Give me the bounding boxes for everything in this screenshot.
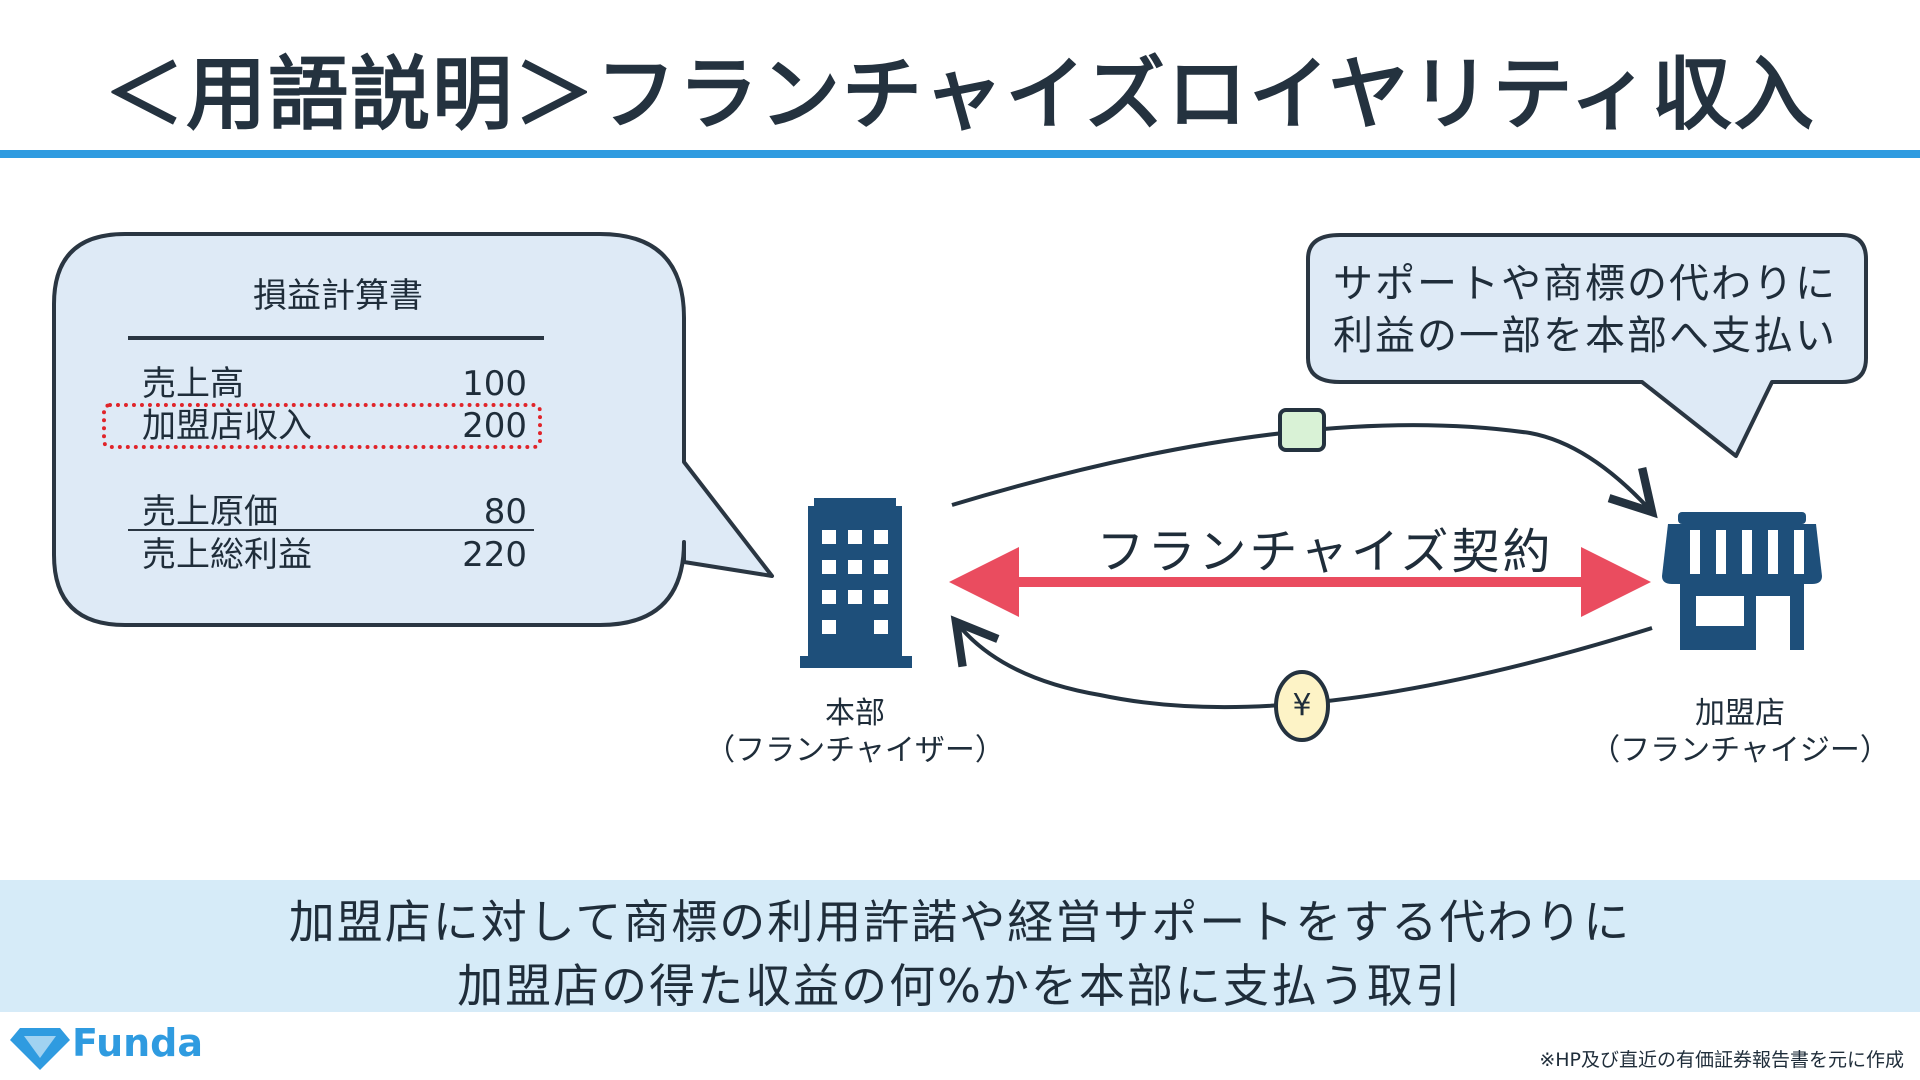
income-statement-row: 売上原価 80 bbox=[142, 490, 527, 534]
summary-band bbox=[0, 880, 1920, 1012]
row-value: 80 bbox=[483, 492, 527, 532]
source-note: ※HP及び直近の有価証券報告書を元に作成 bbox=[1539, 1049, 1904, 1071]
headquarters-role: （フランチャイザー） bbox=[705, 733, 1005, 768]
bubble-line: サポートや商標の代わりに bbox=[1333, 261, 1837, 307]
income-statement-row: 売上総利益 220 bbox=[142, 533, 527, 577]
storefront-icon bbox=[1662, 512, 1822, 650]
row-label: 売上総利益 bbox=[142, 535, 312, 575]
row-label: 売上原価 bbox=[142, 492, 278, 532]
bubble-line: 利益の一部を本部へ支払い bbox=[1333, 313, 1837, 359]
service-flow-arrow bbox=[951, 423, 1658, 519]
row-label: 加盟店収入 bbox=[142, 406, 312, 446]
service-box-icon bbox=[1278, 408, 1326, 452]
income-statement-subtotal-rule bbox=[128, 529, 534, 531]
page-title: ＜用語説明＞フランチャイズロイヤリティ収入 bbox=[104, 48, 1816, 141]
franchisee-bubble-text: サポートや商標の代わりに 利益の一部を本部へ支払い bbox=[1320, 258, 1850, 362]
row-value: 100 bbox=[462, 364, 527, 404]
summary-line: 加盟店に対して商標の利用許諾や経営サポートをする代わりに bbox=[288, 895, 1632, 949]
title-underline bbox=[0, 150, 1920, 158]
franchisee-role: （フランチャイジー） bbox=[1590, 733, 1890, 768]
diamond-heart-logo-icon bbox=[10, 1028, 70, 1070]
franchise-income-highlight bbox=[102, 403, 542, 449]
income-statement-row: 加盟店収入 200 bbox=[142, 404, 527, 448]
headquarters-name: 本部 bbox=[825, 696, 885, 731]
yen-coin-icon bbox=[1274, 670, 1330, 742]
franchisee-name: 加盟店 bbox=[1695, 696, 1785, 731]
income-statement-title: 損益計算書 bbox=[253, 276, 423, 316]
income-statement-top-rule bbox=[128, 336, 544, 340]
royalty-flow-arrow bbox=[950, 615, 1653, 710]
summary-line: 加盟店の得た収益の何%かを本部に支払う取引 bbox=[457, 959, 1463, 1013]
brand-name: Funda bbox=[72, 1021, 204, 1065]
office-building-icon bbox=[800, 498, 912, 668]
income-statement-bubble bbox=[52, 232, 774, 627]
row-value: 220 bbox=[462, 535, 527, 575]
row-label: 売上高 bbox=[142, 364, 244, 404]
contract-label: フランチャイズ契約 bbox=[1096, 524, 1554, 580]
income-statement-row: 売上高 100 bbox=[142, 362, 527, 406]
franchisee-bubble bbox=[1306, 233, 1868, 458]
yen-symbol: ¥ bbox=[1292, 688, 1312, 723]
row-value: 200 bbox=[462, 406, 527, 446]
